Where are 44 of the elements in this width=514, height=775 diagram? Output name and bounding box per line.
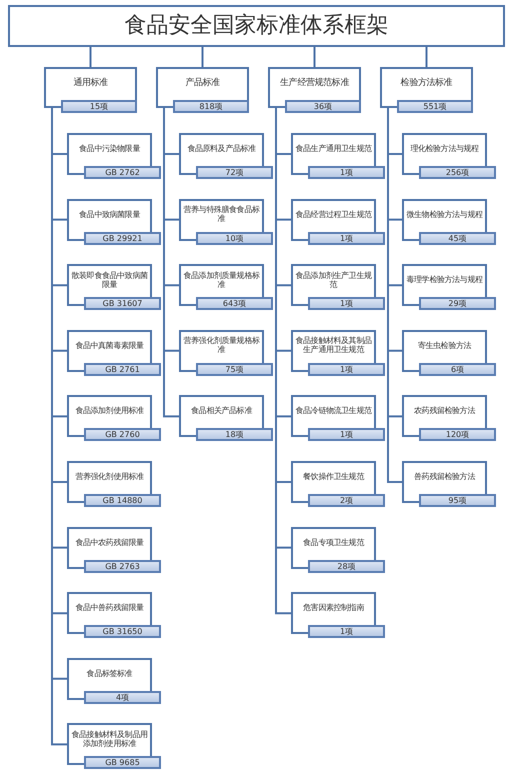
count-bar: 120项 [419,428,496,442]
count-bar: GB 2761 [84,362,161,376]
count-bar: 1项 [308,362,385,376]
count-bar: 36项 [285,100,361,113]
count-bar: 15项 [61,100,137,113]
standard-name: 产品标准 [184,78,221,89]
count-bar: 1项 [308,297,385,310]
count-bar: 28项 [308,560,385,573]
connector-line [387,108,402,483]
connector-line [426,47,428,67]
count-bar: GB 29921 [84,232,161,245]
count-bar: 256项 [419,166,496,179]
count-bar: 29项 [419,297,496,310]
count-bar: 95项 [419,494,496,507]
count-bar: 2项 [308,494,385,507]
count-bar: 551项 [397,100,473,113]
count-bar: 1项 [308,428,385,442]
count-bar: 1项 [308,625,385,638]
count-bar: GB 31650 [84,625,161,638]
connector-line [202,47,204,67]
connector-line [90,47,92,67]
standard-name: 检验方法标准 [400,78,454,89]
count-bar: 1项 [308,166,385,179]
count-bar: GB 14880 [84,494,161,507]
count-bar: 10项 [196,232,273,245]
count-bar: 818项 [173,100,249,113]
count-bar: 75项 [196,362,273,376]
count-bar: 4项 [84,690,161,704]
count-bar: 72项 [196,166,273,179]
count-bar: 1项 [308,232,385,245]
count-bar: GB 2760 [84,428,161,442]
title-label: 食品安全国家标准体系框架 [124,13,390,39]
connector-line [314,47,316,67]
connector-line [163,108,179,418]
count-bar: GB 2762 [84,166,161,179]
count-bar: 643项 [196,297,273,310]
count-bar: 45项 [419,232,496,245]
standard-name: 通用标准 [72,78,109,89]
count-bar: GB 9685 [84,756,161,770]
standard-name: 生产经营规范标准 [279,78,350,89]
count-bar: 18项 [196,428,273,442]
count-bar: GB 31607 [84,297,161,310]
count-bar: 6项 [419,362,496,376]
count-bar: GB 2763 [84,560,161,573]
